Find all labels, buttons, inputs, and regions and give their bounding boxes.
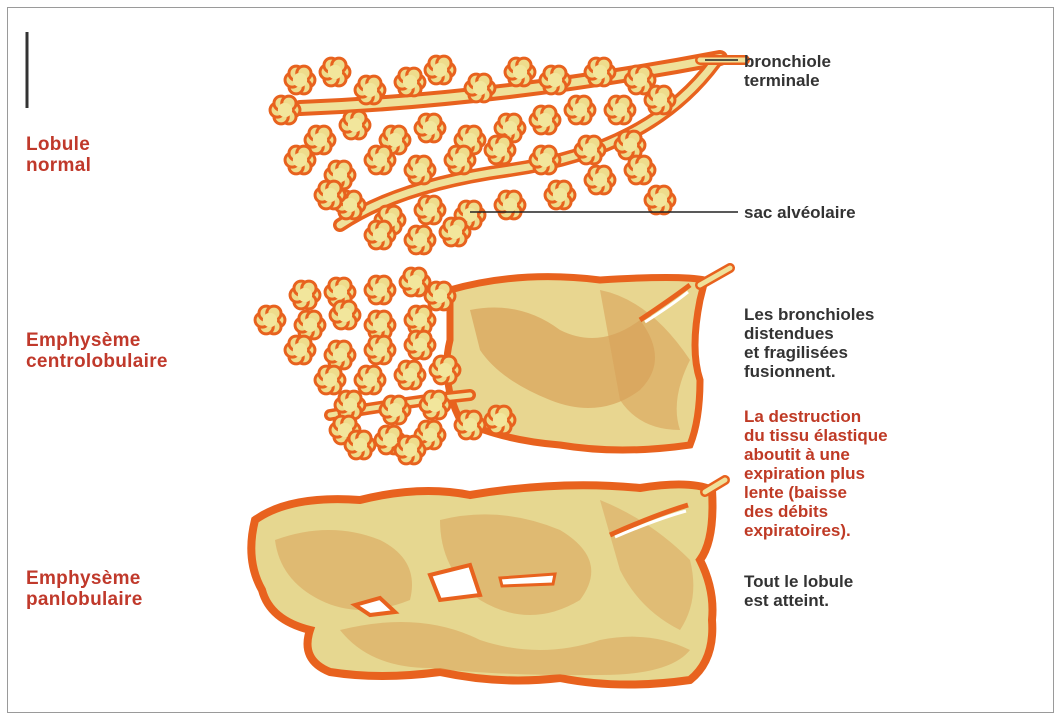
alveolus-cluster — [395, 436, 425, 464]
alveolus-cluster — [365, 221, 395, 249]
alveolus-cluster — [405, 156, 435, 184]
alveolus-cluster — [405, 306, 435, 334]
note-panlobular: Tout le lobuleest atteint. — [744, 572, 853, 610]
alveolus-cluster — [270, 96, 300, 124]
alveolus-cluster — [415, 196, 445, 224]
alveolus-cluster — [420, 391, 450, 419]
alveolus-cluster — [290, 281, 320, 309]
alveolus-cluster — [605, 96, 635, 124]
alveolus-cluster — [565, 96, 595, 124]
alveolus-cluster — [355, 366, 385, 394]
alveolus-cluster — [405, 226, 435, 254]
alveolus-cluster — [465, 74, 495, 102]
alveolus-cluster — [365, 336, 395, 364]
alveolus-cluster — [285, 336, 315, 364]
label-normal-lobule: Lobulenormal — [26, 134, 91, 176]
alveolus-cluster — [395, 68, 425, 96]
alveolus-cluster — [380, 396, 410, 424]
alveolus-cluster — [440, 218, 470, 246]
alveolus-cluster — [625, 156, 655, 184]
alveolus-cluster — [505, 58, 535, 86]
alveolus-cluster — [395, 361, 425, 389]
centrolobular-emphysema-drawing — [255, 268, 730, 464]
alveolus-cluster — [615, 131, 645, 159]
label-panlobular: Emphysèmepanlobulaire — [26, 568, 143, 610]
alveolus-cluster — [365, 146, 395, 174]
alveolus-cluster — [415, 114, 445, 142]
alveolus-cluster — [585, 58, 615, 86]
alveolus-cluster — [330, 301, 360, 329]
alveolus-cluster — [645, 186, 675, 214]
alveolus-cluster — [405, 331, 435, 359]
callout-bronchiole-terminale: bronchioleterminale — [744, 52, 831, 90]
alveolus-cluster — [445, 146, 475, 174]
alveolus-cluster — [340, 111, 370, 139]
alveolus-cluster — [285, 146, 315, 174]
alveolus-cluster — [540, 66, 570, 94]
panlobular-emphysema-drawing — [251, 480, 725, 685]
label-centrolobular: Emphysèmecentrolobulaire — [26, 330, 168, 372]
alveolus-cluster — [365, 311, 395, 339]
alveolus-cluster — [255, 306, 285, 334]
alveolus-cluster — [295, 311, 325, 339]
alveolus-cluster — [530, 146, 560, 174]
alveolus-cluster — [365, 276, 395, 304]
normal-lobule-drawing — [270, 56, 745, 254]
alveolus-cluster — [585, 166, 615, 194]
alveolus-cluster — [530, 106, 560, 134]
alveolus-cluster — [425, 56, 455, 84]
alveolus-cluster — [320, 58, 350, 86]
alveolus-cluster — [495, 191, 525, 219]
alveolus-cluster — [485, 136, 515, 164]
alveolus-cluster — [575, 136, 605, 164]
alveolus-cluster — [425, 282, 455, 310]
alveolus-cluster — [545, 181, 575, 209]
callout-sac-alveolaire: sac alvéolaire — [744, 203, 856, 222]
alveolus-cluster — [315, 181, 345, 209]
alveolus-cluster — [325, 341, 355, 369]
alveolus-cluster — [315, 366, 345, 394]
alveolus-cluster — [455, 411, 485, 439]
alveolus-cluster — [485, 406, 515, 434]
alveolus-cluster — [430, 356, 460, 384]
note-centrolobular: Les bronchiolesdistendues et fragilisées… — [744, 305, 874, 381]
note-destruction: La destructiondu tissu élastique aboutit… — [744, 407, 888, 540]
alveolus-cluster — [345, 431, 375, 459]
alveolus-cluster — [645, 86, 675, 114]
alveolus-cluster — [355, 76, 385, 104]
alveolus-cluster — [285, 66, 315, 94]
